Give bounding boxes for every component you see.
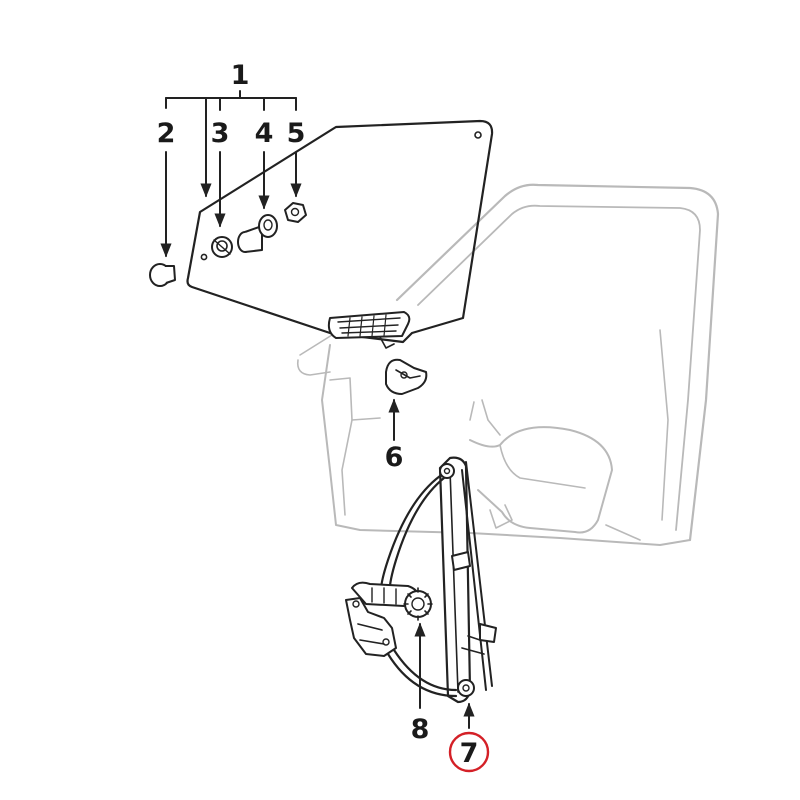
callout-5-label: 5 <box>287 118 306 149</box>
glass-channel-bracket <box>327 311 411 349</box>
callout-7-label: 7 <box>460 738 479 769</box>
highlight-circle <box>448 731 490 773</box>
callout-8-label: 8 <box>411 714 430 745</box>
callout-2-group: 2 <box>157 118 176 258</box>
callout-1-group: 1 <box>165 60 297 198</box>
callout-4-group: 4 <box>255 118 274 210</box>
window-regulator <box>379 456 497 704</box>
callout-7-group: 7 <box>448 702 490 773</box>
guide-part-6 <box>385 358 428 395</box>
regulator-motor <box>345 581 433 657</box>
callout-2-label: 2 <box>157 118 176 149</box>
clip-part-2 <box>149 263 176 287</box>
door-body-outline <box>296 183 720 546</box>
window-glass <box>186 119 494 344</box>
grommet-part-3 <box>211 236 233 258</box>
nut-part-5 <box>284 202 307 223</box>
callout-8-group: 8 <box>411 622 430 745</box>
callout-6-group: 6 <box>385 398 404 473</box>
callout-3-group: 3 <box>211 118 230 228</box>
callout-5-group: 5 <box>287 118 306 198</box>
callout-6-label: 6 <box>385 442 404 473</box>
bolt-part-4 <box>237 214 278 253</box>
callout-4-label: 4 <box>255 118 274 149</box>
callout-3-label: 3 <box>211 118 230 149</box>
callout-1-label: 1 <box>231 60 250 91</box>
